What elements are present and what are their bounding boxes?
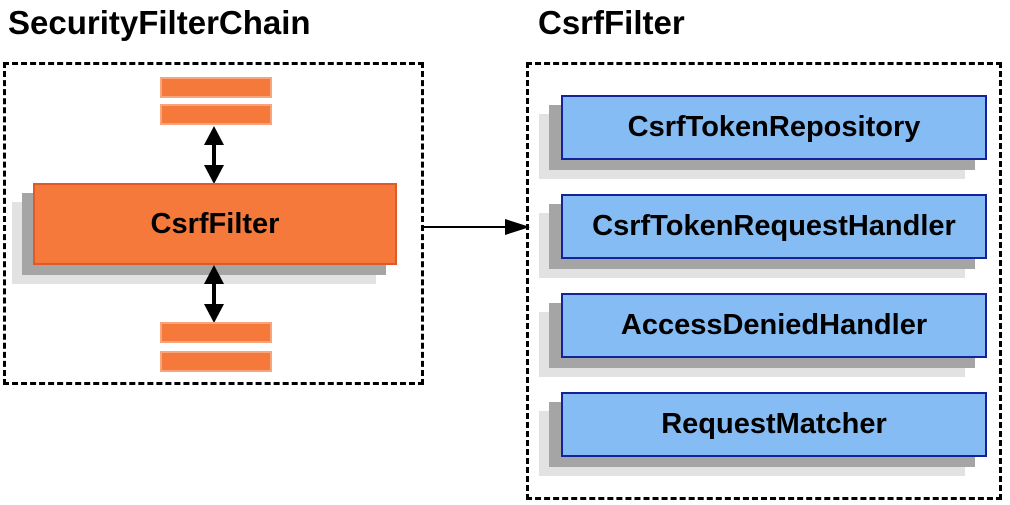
security-filter-chain-title: SecurityFilterChain [8, 4, 311, 41]
filter-bar [160, 104, 272, 125]
filter-bar [160, 77, 272, 98]
component-box-csrf-token-request-handler: CsrfTokenRequestHandler [561, 194, 987, 259]
csrf-filter-title: CsrfFilter [538, 4, 685, 41]
double-arrow-icon [204, 126, 224, 184]
component-box-access-denied-handler: AccessDeniedHandler [561, 293, 987, 358]
double-arrow-icon [204, 265, 224, 323]
component-label: CsrfTokenRequestHandler [592, 210, 956, 242]
csrf-filter-box: CsrfFilter [33, 183, 397, 265]
filter-bar [160, 351, 272, 372]
csrf-filter-container [526, 62, 1002, 500]
filter-bar [160, 322, 272, 343]
arrow-icon [424, 219, 530, 235]
csrf-filter-box-label: CsrfFilter [150, 207, 280, 240]
component-box-request-matcher: RequestMatcher [561, 392, 987, 457]
component-label: RequestMatcher [661, 408, 887, 440]
security-filter-chain-container [3, 62, 424, 385]
component-label: AccessDeniedHandler [620, 309, 928, 341]
component-box-csrf-token-repository: CsrfTokenRepository [561, 95, 987, 160]
component-label: CsrfTokenRepository [627, 111, 921, 143]
